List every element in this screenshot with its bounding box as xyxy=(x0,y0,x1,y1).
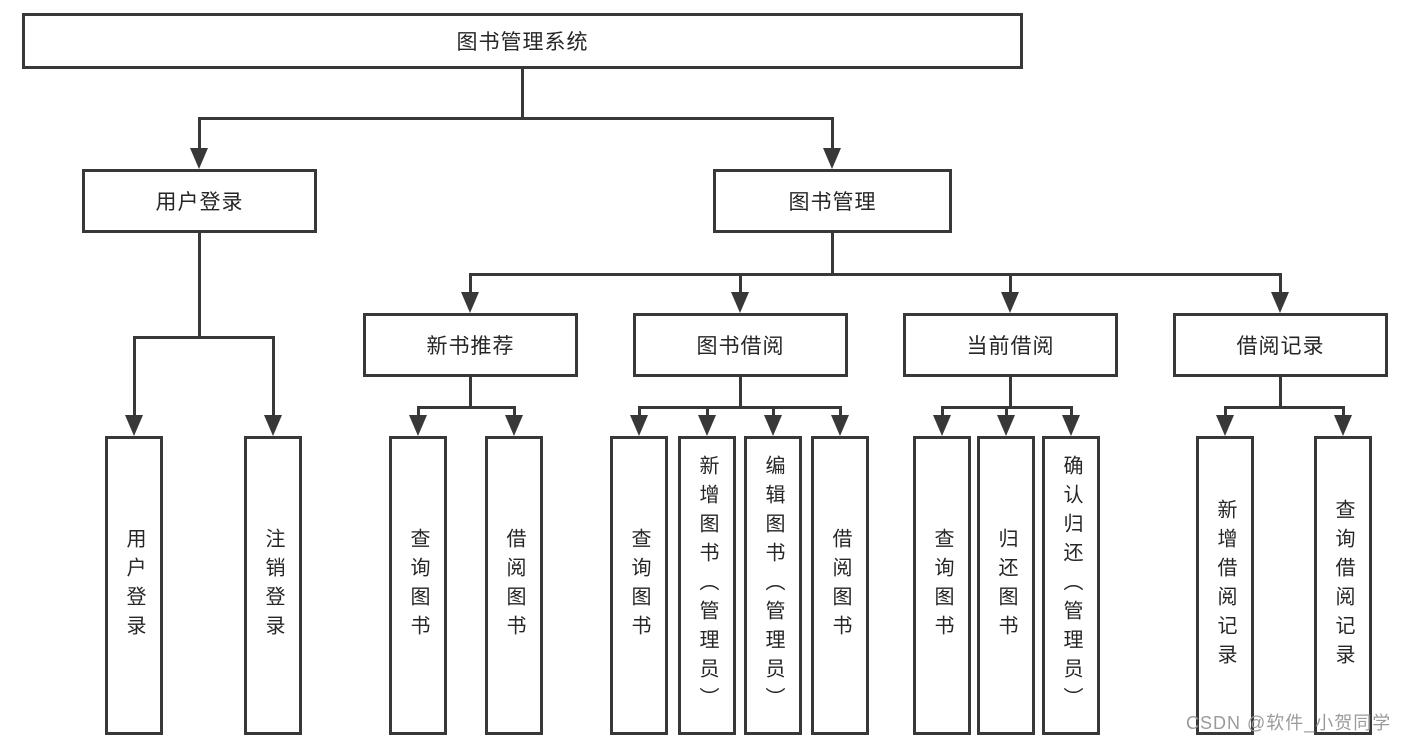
connector-to-book-borrow xyxy=(739,273,742,294)
leaf-query-borrow-record: 查询借阅记录 xyxy=(1314,436,1372,735)
arrow-to-leaf-query-book-2 xyxy=(630,415,648,436)
connector-to-leaf-borrow-book-2 xyxy=(839,406,842,417)
node-root-label: 图书管理系统 xyxy=(456,31,589,54)
leaf-return-book: 归还图书 xyxy=(977,436,1035,735)
node-borrow-record: 借阅记录 xyxy=(1173,313,1388,377)
connector-user-login-stem xyxy=(198,233,201,336)
leaf-query-book-current: 查询图书 xyxy=(913,436,971,735)
arrow-to-book-borrow xyxy=(731,292,749,313)
connector-book-borrow-stem xyxy=(739,377,742,406)
node-book-borrow-label: 图书借阅 xyxy=(696,335,785,358)
connector-to-borrow-record xyxy=(1279,273,1282,294)
connector-to-leaf-return-book xyxy=(1005,406,1008,417)
connector-to-user-login xyxy=(198,117,201,150)
node-new-book-recommend-label: 新书推荐 xyxy=(426,335,515,358)
connector-to-leaf-login xyxy=(133,336,136,417)
connector-to-leaf-edit-book xyxy=(772,406,775,417)
node-book-mgmt: 图书管理 xyxy=(713,169,952,233)
leaf-user-login-label: 用户登录 xyxy=(123,527,145,644)
connector-book-mgmt-bar xyxy=(469,273,1282,276)
leaf-edit-book-admin-label: 编辑图书（管理员） xyxy=(762,455,784,716)
connector-to-leaf-query-book-2 xyxy=(638,406,641,417)
connector-to-leaf-add-record xyxy=(1224,406,1227,417)
leaf-query-book-borrow: 查询图书 xyxy=(610,436,668,735)
connector-to-leaf-query-record xyxy=(1342,406,1345,417)
leaf-logout-label: 注销登录 xyxy=(262,527,284,644)
connector-to-leaf-query-book-3 xyxy=(941,406,944,417)
node-new-book-recommend: 新书推荐 xyxy=(363,313,578,377)
arrow-to-leaf-query-book-3 xyxy=(933,415,951,436)
leaf-confirm-return-admin: 确认归还（管理员） xyxy=(1042,436,1100,735)
arrow-to-leaf-borrow-book-2 xyxy=(831,415,849,436)
node-book-borrow: 图书借阅 xyxy=(633,313,848,377)
arrow-to-leaf-return-book xyxy=(997,415,1015,436)
arrow-to-leaf-login xyxy=(125,415,143,436)
connector-borrow-record-stem xyxy=(1279,377,1282,406)
arrow-to-leaf-query-book-1 xyxy=(409,415,427,436)
node-borrow-record-label: 借阅记录 xyxy=(1236,335,1325,358)
connector-to-leaf-borrow-book-1 xyxy=(513,406,516,417)
csdn-watermark: CSDN @软件_小贺同学 xyxy=(1186,713,1392,733)
leaf-return-book-label: 归还图书 xyxy=(995,527,1017,644)
leaf-add-borrow-record-label: 新增借阅记录 xyxy=(1214,498,1236,673)
leaf-borrow-book: 借阅图书 xyxy=(811,436,869,735)
arrow-to-borrow-record xyxy=(1271,292,1289,313)
arrow-to-leaf-query-record xyxy=(1334,415,1352,436)
connector-to-new-book xyxy=(469,273,472,294)
leaf-confirm-return-admin-label: 确认归还（管理员） xyxy=(1060,455,1082,716)
connector-new-book-stem xyxy=(469,377,472,406)
node-current-borrow-label: 当前借阅 xyxy=(966,335,1055,358)
connector-root-bar xyxy=(198,117,834,120)
arrow-to-new-book xyxy=(461,292,479,313)
connector-user-login-bar xyxy=(133,336,275,339)
leaf-query-book-newbook: 查询图书 xyxy=(389,436,447,735)
node-book-mgmt-label: 图书管理 xyxy=(788,191,877,214)
arrow-to-leaf-add-book xyxy=(698,415,716,436)
leaf-edit-book-admin: 编辑图书（管理员） xyxy=(744,436,802,735)
connector-book-mgmt-stem xyxy=(831,233,834,273)
connector-book-borrow-bar xyxy=(638,406,842,409)
leaf-add-borrow-record: 新增借阅记录 xyxy=(1196,436,1254,735)
connector-to-leaf-query-book-1 xyxy=(417,406,420,417)
arrow-to-leaf-add-record xyxy=(1216,415,1234,436)
leaf-borrow-book-newbook-label: 借阅图书 xyxy=(503,527,525,644)
node-current-borrow: 当前借阅 xyxy=(903,313,1118,377)
connector-to-leaf-logout xyxy=(272,336,275,417)
arrow-to-leaf-logout xyxy=(264,415,282,436)
leaf-query-book-current-label: 查询图书 xyxy=(931,527,953,644)
arrow-to-leaf-borrow-book-1 xyxy=(505,415,523,436)
arrow-to-book-mgmt xyxy=(823,148,841,169)
connector-current-borrow-stem xyxy=(1009,377,1012,406)
leaf-query-book-borrow-label: 查询图书 xyxy=(628,527,650,644)
leaf-logout: 注销登录 xyxy=(244,436,302,735)
leaf-user-login: 用户登录 xyxy=(105,436,163,735)
leaf-add-book-admin-label: 新增图书（管理员） xyxy=(696,455,718,716)
connector-to-leaf-add-book xyxy=(706,406,709,417)
connector-to-book-mgmt xyxy=(831,117,834,150)
connector-to-leaf-confirm-return xyxy=(1070,406,1073,417)
connector-root-stem xyxy=(521,69,524,117)
arrow-to-user-login xyxy=(190,148,208,169)
leaf-borrow-book-label: 借阅图书 xyxy=(829,527,851,644)
leaf-query-borrow-record-label: 查询借阅记录 xyxy=(1332,498,1354,673)
connector-to-current-borrow xyxy=(1009,273,1012,294)
leaf-query-book-newbook-label: 查询图书 xyxy=(407,527,429,644)
connector-new-book-bar xyxy=(417,406,516,409)
leaf-add-book-admin: 新增图书（管理员） xyxy=(678,436,736,735)
arrow-to-leaf-confirm-return xyxy=(1062,415,1080,436)
node-root-library-system: 图书管理系统 xyxy=(22,13,1023,69)
arrow-to-current-borrow xyxy=(1001,292,1019,313)
node-user-login: 用户登录 xyxy=(82,169,317,233)
leaf-borrow-book-newbook: 借阅图书 xyxy=(485,436,543,735)
connector-borrow-record-bar xyxy=(1224,406,1345,409)
arrow-to-leaf-edit-book xyxy=(764,415,782,436)
node-user-login-label: 用户登录 xyxy=(155,191,244,214)
